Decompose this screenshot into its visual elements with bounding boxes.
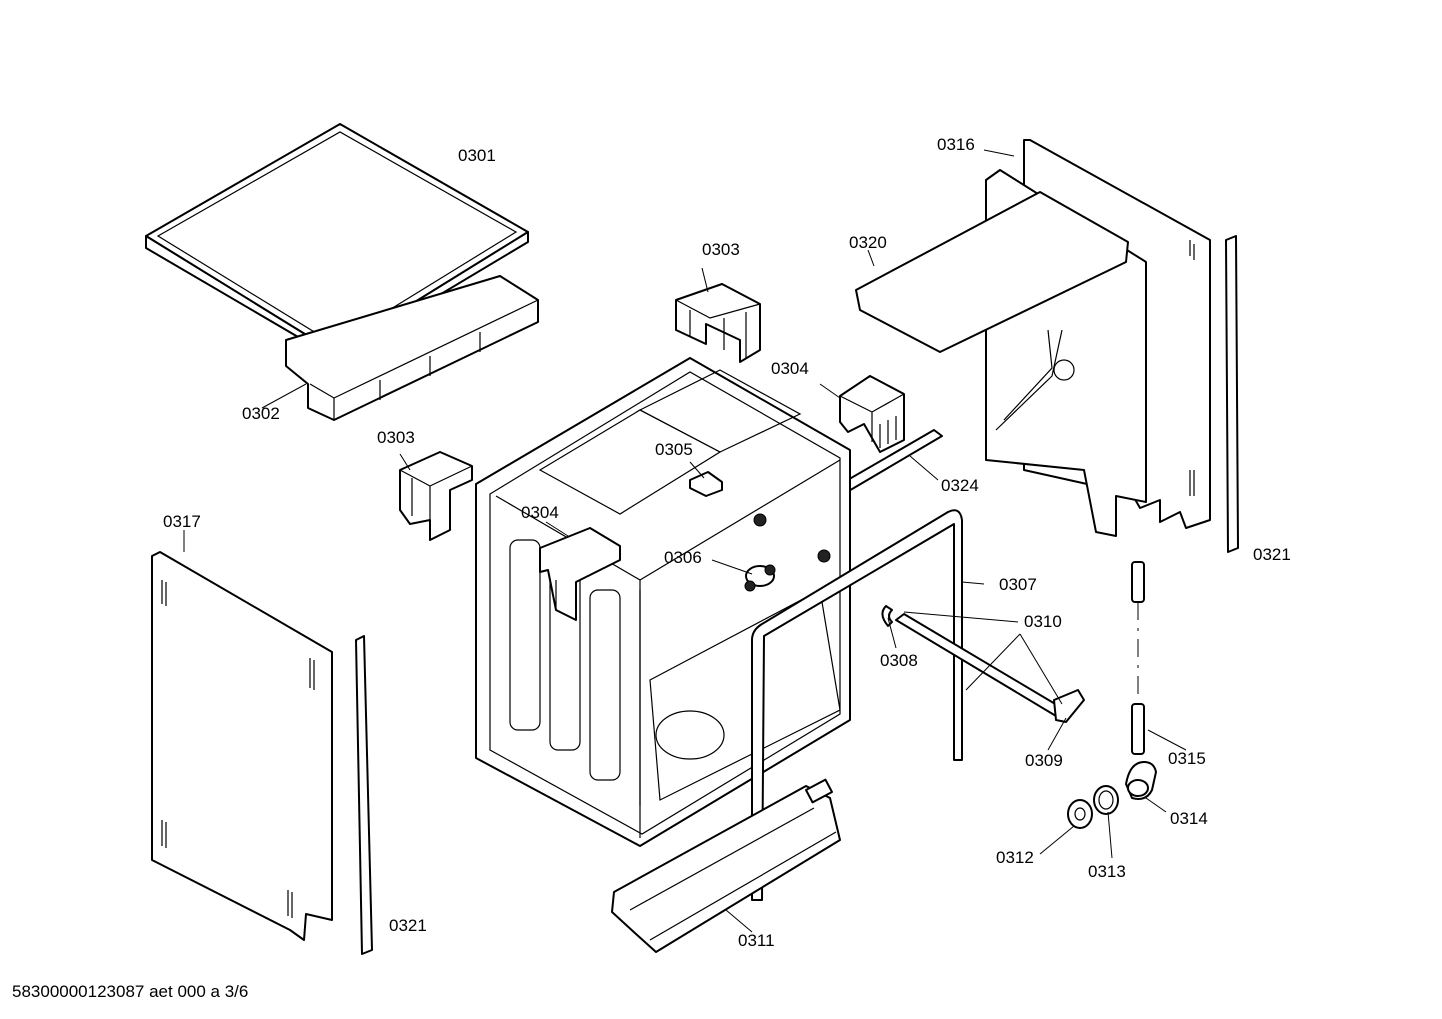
leader-lines [183,149,1187,933]
part-0317-side-panel-left [151,551,333,941]
part-0312-nut [1067,799,1093,829]
part-0315-hose [1131,561,1145,755]
part-0321-trim-strip-left [355,635,373,955]
part-0305-clip [689,471,723,497]
label-0308: 0308 [880,651,918,670]
label-0312: 0312 [996,848,1034,867]
label-0320: 0320 [849,233,887,252]
drawing-reference: 58300000123087 aet 000 a 3/6 [12,982,249,1001]
label-0310: 0310 [1024,612,1062,631]
part-0302-insulation [285,275,539,421]
label-0306: 0306 [664,548,702,567]
part-0309-0310-tie-rod [881,605,1085,723]
label-0315: 0315 [1168,749,1206,768]
label-0303-upper: 0303 [702,240,740,259]
label-0314: 0314 [1170,809,1208,828]
part-0303-bracket-upper [675,283,761,363]
label-0302: 0302 [242,404,280,423]
part-0303-bracket-lower [399,451,473,541]
label-0321-right: 0321 [1253,545,1291,564]
part-0306-wing-nut [744,513,831,592]
label-0316: 0316 [937,135,975,154]
label-0304-upper: 0304 [771,359,809,378]
label-0309: 0309 [1025,751,1063,770]
part-0307-rail-hoop [751,509,963,901]
label-0321-left: 0321 [389,916,427,935]
label-0305: 0305 [655,440,693,459]
label-0301: 0301 [458,146,496,165]
part-0314-elbow [1125,761,1157,800]
part-tub [475,357,851,847]
label-0313: 0313 [1088,862,1126,881]
part-0304-vent-lower [539,527,621,621]
part-0304-vent-upper [839,375,905,453]
label-0311: 0311 [738,931,775,950]
part-0313-ring [1093,785,1119,815]
label-0324: 0324 [941,476,979,495]
part-0311-kick-plate [611,778,841,953]
label-0303-lower: 0303 [377,428,415,447]
part-0320-side-cover [855,169,1147,537]
label-0317: 0317 [163,512,201,531]
label-0307: 0307 [999,575,1037,594]
part-0321-trim-strip-right [1225,235,1239,553]
label-0304-lower: 0304 [521,503,559,522]
